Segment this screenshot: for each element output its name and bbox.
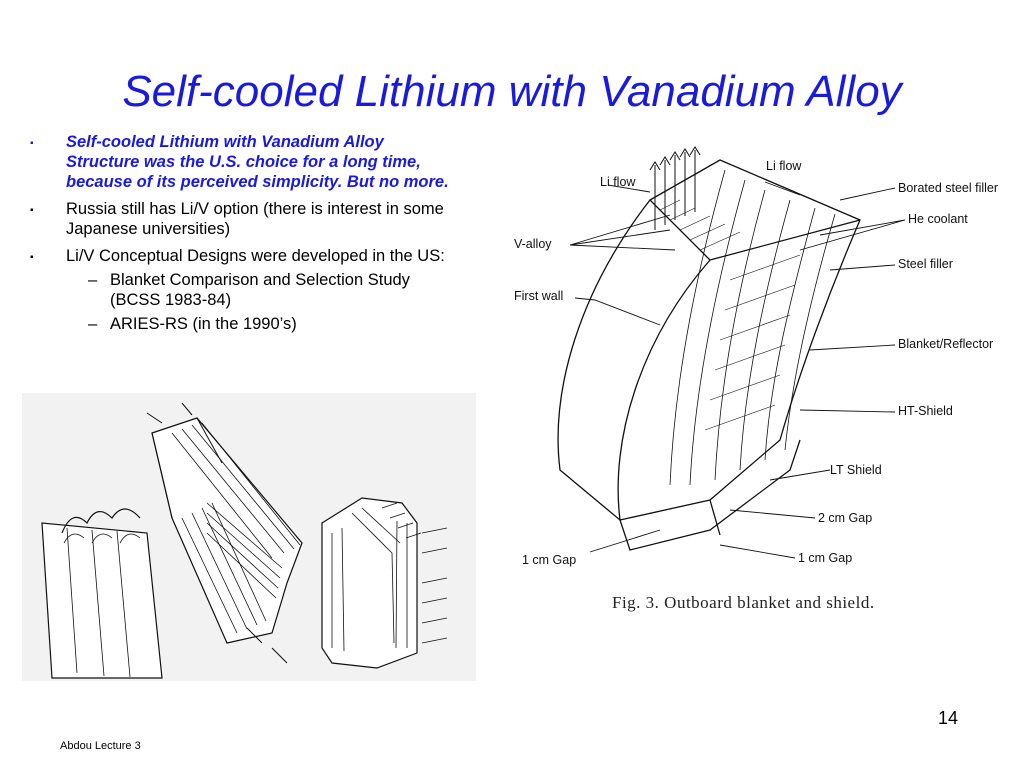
label-lt-shield: LT Shield bbox=[830, 463, 882, 477]
label-blanket-reflector: Blanket/Reflector bbox=[898, 337, 993, 351]
label-1cm-gap-left: 1 cm Gap bbox=[522, 553, 576, 567]
bullet-item: ▪ Li/V Conceptual Designs were developed… bbox=[30, 246, 460, 334]
u-module-shape bbox=[321, 497, 418, 669]
bullet-marker: ▪ bbox=[30, 205, 34, 216]
bullet-text: Russia still has Li/V option (there is i… bbox=[66, 200, 444, 238]
bullet-marker: ▪ bbox=[30, 252, 34, 263]
bullet-list: ▪ Self-cooled Lithium with Vanadium Allo… bbox=[30, 132, 460, 341]
dash-marker: – bbox=[88, 271, 98, 289]
outboard-blanket-svg: Li flow Li flow V-alloy First wall 1 cm … bbox=[514, 146, 998, 567]
bullet-text: Self-cooled Lithium with Vanadium Alloy … bbox=[66, 133, 449, 191]
bullet-item: ▪ Self-cooled Lithium with Vanadium Allo… bbox=[30, 132, 460, 192]
label-2cm-gap: 2 cm Gap bbox=[818, 511, 872, 525]
footer-text: Abdou Lecture 3 bbox=[60, 740, 141, 752]
blanket-module-drawing bbox=[22, 393, 476, 681]
page-number: 14 bbox=[938, 708, 959, 728]
sub-bullet-item: – ARIES-RS (in the 1990’s) bbox=[66, 314, 460, 334]
blanket-module-svg bbox=[41, 402, 448, 679]
bullet-marker: ▪ bbox=[30, 138, 34, 149]
label-1cm-gap-right: 1 cm Gap bbox=[798, 551, 852, 565]
sub-bullet-item: – Blanket Comparison and Selection Study… bbox=[66, 270, 460, 310]
slide-title: Self-cooled Lithium with Vanadium Alloy bbox=[122, 67, 902, 116]
sub-bullet-text: ARIES-RS (in the 1990’s) bbox=[110, 315, 297, 333]
bullet-item: ▪ Russia still has Li/V option (there is… bbox=[30, 199, 460, 239]
label-first-wall: First wall bbox=[514, 289, 563, 303]
label-ht-shield: HT-Shield bbox=[898, 404, 953, 418]
label-steel-filler: Steel filler bbox=[898, 257, 953, 271]
label-v-alloy: V-alloy bbox=[514, 237, 552, 251]
sub-bullet-text: Blanket Comparison and Selection Study (… bbox=[110, 271, 410, 309]
first-wall-panel-shape bbox=[41, 522, 163, 679]
sub-bullet-list: – Blanket Comparison and Selection Study… bbox=[66, 270, 460, 334]
outboard-blanket-figure: Li flow Li flow V-alloy First wall 1 cm … bbox=[500, 140, 1000, 620]
label-he-coolant: He coolant bbox=[908, 212, 968, 226]
figure-caption: Fig. 3. Outboard blanket and shield. bbox=[612, 593, 875, 612]
label-li-flow-top: Li flow bbox=[766, 159, 802, 173]
dash-marker: – bbox=[88, 315, 98, 333]
label-borated-steel-filler: Borated steel filler bbox=[898, 181, 998, 195]
bullet-text: Li/V Conceptual Designs were developed i… bbox=[66, 247, 445, 265]
label-li-flow-left: Li flow bbox=[600, 175, 636, 189]
